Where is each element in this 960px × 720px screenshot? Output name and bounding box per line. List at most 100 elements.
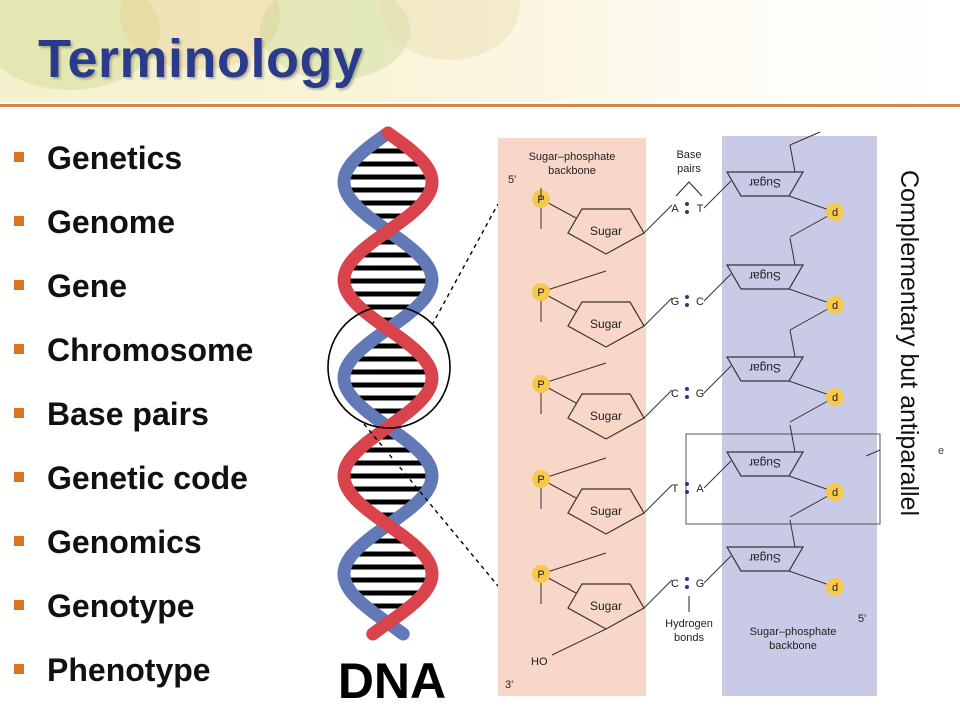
hydrogen-bond-dot: [685, 303, 689, 307]
phosphate-label: P: [537, 287, 544, 299]
hydrogen-bonds-label: Hydrogen: [665, 618, 713, 630]
phosphate-label: P: [537, 569, 544, 581]
base-link: [643, 389, 673, 419]
sugar-label: Sugar: [590, 599, 622, 613]
sugar-label: Sugar: [590, 224, 622, 238]
square-bullet-icon: [14, 536, 24, 546]
strand-tail: [789, 131, 821, 146]
left-backbone-label: Sugar–phosphate: [529, 151, 616, 163]
sugar-label: Sugar: [749, 361, 781, 375]
phosphate-icon: [532, 565, 550, 583]
sugar-label: Sugar: [590, 504, 622, 518]
base-link: [703, 460, 732, 489]
marker-link: [789, 329, 796, 358]
base-link: [643, 204, 673, 234]
list-item: Genotype: [14, 584, 253, 648]
dna-caption: DNA: [338, 653, 446, 709]
base-link: [643, 297, 673, 327]
terminology-list: Genetics Genome Gene Chromosome Base pai…: [14, 136, 253, 712]
list-item: Genetic code: [14, 456, 253, 520]
hydrogen-bond-dot: [685, 490, 689, 494]
right-backbone-panel: [722, 136, 877, 696]
phosphate-label: P: [537, 474, 544, 486]
base-left: C: [671, 388, 679, 400]
zoom-line-bottom: [363, 423, 499, 587]
phosphate-label: P: [537, 379, 544, 391]
square-bullet-icon: [14, 344, 24, 354]
hydrogen-bond-dot: [685, 585, 689, 589]
hydrogen-bonds-label-line2: bonds: [674, 632, 704, 644]
hydrogen-bond-dot: [685, 577, 689, 581]
base-right: G: [696, 388, 705, 400]
end-5-top-label: 5': [508, 174, 516, 186]
square-bullet-icon: [14, 280, 24, 290]
left-backbone-panel: [498, 138, 646, 696]
base-link: [703, 180, 732, 209]
base-link: [643, 579, 673, 609]
marker-link: [789, 237, 796, 266]
sugar-pentagon: [567, 488, 645, 535]
base-pairs-bracket: [675, 181, 703, 197]
phosphate-icon: [532, 375, 550, 393]
square-bullet-icon: [14, 216, 24, 226]
square-bullet-icon: [14, 408, 24, 418]
list-item: Genetics: [14, 136, 253, 200]
highlight-pointer: [865, 449, 881, 457]
base-left: T: [672, 483, 679, 495]
marker-label: d: [832, 300, 838, 312]
right-backbone-label: Sugar–phosphate: [750, 626, 837, 638]
list-item: Chromosome: [14, 328, 253, 392]
left-backbone-label-line2: backbone: [548, 165, 596, 177]
phosphate-link: [540, 270, 607, 293]
marker-icon: [826, 203, 844, 221]
ho-label: HO: [531, 656, 548, 668]
dna-helix: [337, 126, 439, 641]
sugar-label: Sugar: [749, 551, 781, 565]
end-3-bottom-label: 3': [505, 679, 513, 691]
stray-mark: e: [938, 445, 944, 457]
square-bullet-icon: [14, 152, 24, 162]
hydrogen-bond-dot: [685, 295, 689, 299]
phosphate-link: [540, 552, 607, 575]
hydrogen-bond-dot: [685, 387, 689, 391]
marker-label: d: [832, 207, 838, 219]
list-item: Genomics: [14, 520, 253, 584]
marker-icon: [826, 483, 844, 501]
sugar-pentagon: [567, 208, 645, 255]
base-link: [703, 555, 732, 584]
sugar-pentagon: [567, 301, 645, 348]
right-backbone-label-line2: backbone: [769, 640, 817, 652]
square-bullet-icon: [14, 472, 24, 482]
sugar-pentagon: [567, 583, 645, 630]
hydrogen-bond-dot: [685, 482, 689, 486]
base-right: T: [697, 203, 704, 215]
sugar-label: Sugar: [749, 269, 781, 283]
phosphate-icon: [532, 470, 550, 488]
base-left: C: [671, 578, 679, 590]
list-item: Genome: [14, 200, 253, 264]
header-background: [0, 0, 960, 102]
list-item: Base pairs: [14, 392, 253, 456]
zoom-circle: [327, 305, 451, 429]
marker-link: [789, 519, 796, 548]
marker-label: d: [832, 487, 838, 499]
title-divider: [0, 104, 960, 107]
base-link: [643, 484, 673, 514]
side-note: Complementary but antiparallel: [895, 170, 923, 516]
marker-icon: [826, 388, 844, 406]
sugar-label: Sugar: [590, 409, 622, 423]
hydrogen-bond-dot: [685, 202, 689, 206]
base-link: [703, 273, 732, 302]
marker-label: d: [832, 582, 838, 594]
hydrogen-bond-dot: [685, 210, 689, 214]
strand-tail: [551, 628, 607, 656]
end-5-bottom-right-label: 5': [858, 613, 866, 625]
sugar-label: Sugar: [590, 317, 622, 331]
phosphate-label: P: [537, 194, 544, 206]
sugar-label: Sugar: [749, 456, 781, 470]
base-left: A: [671, 203, 679, 215]
phosphate-icon: [532, 283, 550, 301]
base-left: G: [671, 296, 680, 308]
phosphate-link: [540, 362, 607, 385]
